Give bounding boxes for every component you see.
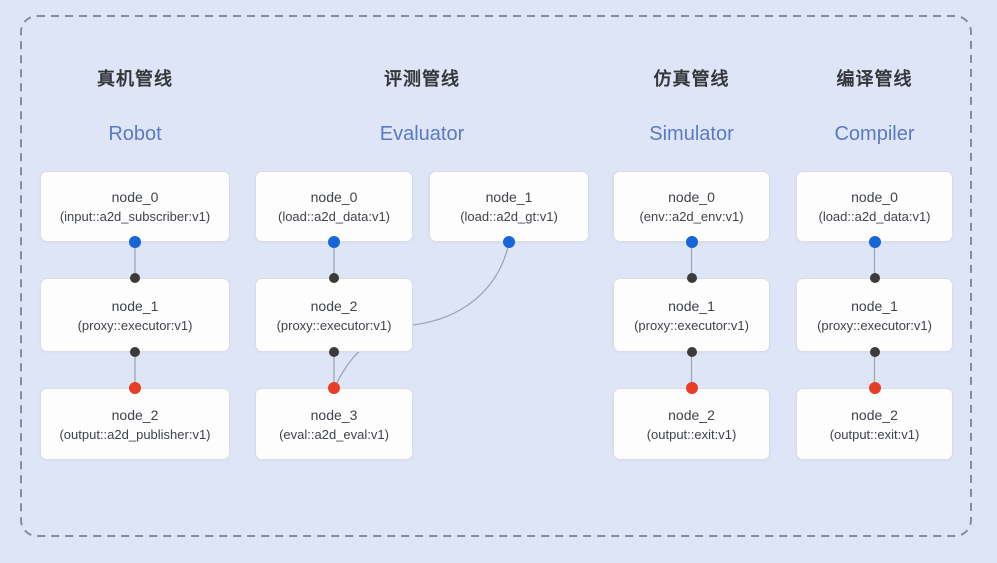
- node-name: node_1: [485, 189, 533, 205]
- node-name: node_0: [111, 189, 159, 205]
- node-card-evaluator-node1: node_1 (load::a2d_gt:v1): [429, 171, 589, 242]
- node-detail: (proxy::executor:v1): [817, 317, 932, 333]
- pipeline-title-en-simulator: Simulator: [649, 123, 734, 145]
- node-detail: (output::exit:v1): [646, 426, 737, 442]
- node-name: node_2: [851, 406, 898, 423]
- pipeline-title-en-compiler: Compiler: [834, 123, 915, 145]
- node-detail: (load::a2d_data:v1): [818, 209, 931, 224]
- pipeline-title-zh-compiler: 编译管线: [836, 69, 913, 89]
- node-card-robot-node2: node_2 (output::a2d_publisher:v1): [40, 388, 230, 460]
- source-port-dot: [328, 236, 340, 248]
- edge-evaluator-n1-n3: [334, 242, 510, 388]
- node-name: node_2: [111, 406, 159, 423]
- source-port-dot: [685, 236, 698, 248]
- node-card-simulator-node2: node_2 (output::exit:v1): [613, 388, 770, 460]
- node-card-evaluator-node3: node_3 (eval::a2d_eval:v1): [255, 388, 413, 460]
- through-port-dot: [869, 273, 880, 283]
- node-card-compiler-node0: node_0 (load::a2d_data:v1): [796, 171, 953, 242]
- node-detail: (output::exit:v1): [829, 426, 920, 442]
- pipeline-title-zh-simulator: 仿真管线: [653, 69, 730, 89]
- node-detail: (eval::a2d_eval:v1): [279, 426, 389, 442]
- source-port-dot: [503, 236, 515, 248]
- source-port-dot: [129, 236, 141, 248]
- node-name: node_2: [310, 297, 358, 314]
- node-detail: (load::a2d_data:v1): [277, 209, 391, 224]
- sink-port-dot: [685, 382, 698, 394]
- sink-port-dot: [868, 382, 881, 394]
- sink-port-dot: [129, 382, 141, 394]
- node-card-evaluator-node0: node_0 (load::a2d_data:v1): [255, 171, 413, 242]
- node-name: node_1: [851, 297, 898, 314]
- source-port-dot: [868, 236, 881, 248]
- node-detail: (proxy::executor:v1): [634, 317, 749, 333]
- node-card-compiler-node1: node_1 (proxy::executor:v1): [796, 278, 953, 352]
- node-name: node_1: [111, 297, 159, 314]
- through-port-dot: [329, 347, 339, 357]
- through-port-dot: [686, 273, 697, 283]
- through-port-dot: [130, 273, 140, 283]
- pipeline-title-zh-evaluator: 评测管线: [384, 69, 460, 89]
- node-name: node_0: [310, 189, 358, 205]
- pipeline-title-zh-robot: 真机管线: [97, 69, 173, 89]
- sink-port-dot: [328, 382, 340, 394]
- through-port-dot: [329, 273, 339, 283]
- node-card-robot-node1: node_1 (proxy::executor:v1): [40, 278, 230, 352]
- node-card-compiler-node2: node_2 (output::exit:v1): [796, 388, 953, 460]
- through-port-dot: [130, 347, 140, 357]
- node-name: node_1: [668, 297, 715, 314]
- node-detail: (proxy::executor:v1): [77, 317, 193, 333]
- node-detail: (proxy::executor:v1): [276, 317, 392, 333]
- node-detail: (input::a2d_subscriber:v1): [59, 209, 211, 224]
- node-name: node_2: [668, 406, 715, 423]
- node-detail: (env::a2d_env:v1): [639, 209, 744, 224]
- node-name: node_0: [851, 189, 898, 205]
- node-card-simulator-node1: node_1 (proxy::executor:v1): [613, 278, 770, 352]
- node-detail: (output::a2d_publisher:v1): [59, 426, 211, 442]
- node-detail: (load::a2d_gt:v1): [460, 209, 558, 224]
- node-card-robot-node0: node_0 (input::a2d_subscriber:v1): [40, 171, 230, 242]
- node-name: node_0: [668, 189, 715, 205]
- node-card-simulator-node0: node_0 (env::a2d_env:v1): [613, 171, 770, 242]
- pipeline-title-en-evaluator: Evaluator: [379, 123, 465, 145]
- node-card-evaluator-node2: node_2 (proxy::executor:v1): [255, 278, 413, 352]
- node-name: node_3: [310, 406, 358, 423]
- through-port-dot: [686, 347, 697, 357]
- pipeline-title-en-robot: Robot: [108, 123, 162, 145]
- through-port-dot: [869, 347, 880, 357]
